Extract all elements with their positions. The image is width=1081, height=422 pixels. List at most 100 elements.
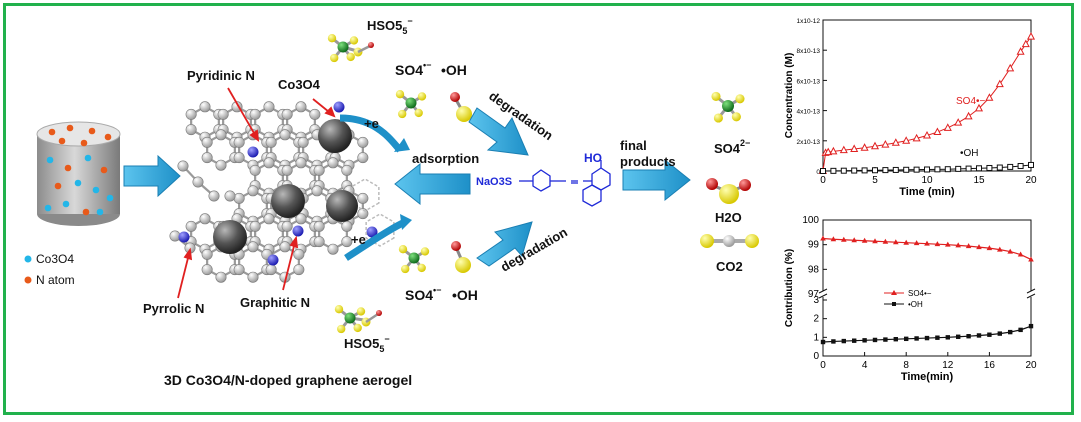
data-point: [912, 133, 921, 142]
y-tick-label: 3: [813, 295, 819, 306]
oh-radical-molecule-bottom: [451, 241, 471, 273]
oxygen-atom: [398, 109, 407, 119]
data-point: [997, 331, 1002, 336]
x-tick-label: 4: [862, 360, 868, 371]
cylinder-dot: [46, 156, 54, 164]
data-point: [954, 118, 963, 126]
carbon-atom: [215, 271, 227, 283]
data-point: [1008, 329, 1013, 335]
carbon-atom: [293, 264, 305, 276]
cylinder-dot: [64, 164, 72, 172]
water-molecule: [706, 178, 751, 204]
carbon-atom: [313, 236, 325, 248]
cylinder-dot: [96, 208, 104, 216]
oxygen-atom: [353, 323, 362, 333]
degradation-arrow-top: [468, 107, 529, 156]
oxygen-atom: [398, 245, 408, 254]
carbon-atom: [357, 152, 369, 164]
data-point: [987, 332, 992, 337]
data-point: [944, 166, 951, 173]
data-point: [955, 165, 962, 172]
nitrogen-atom: [366, 226, 378, 238]
data-point: [870, 141, 880, 150]
data-point: [934, 166, 941, 173]
nitrogen-atom: [247, 146, 259, 158]
green-border-frame: [3, 3, 1074, 415]
data-point: [924, 166, 930, 173]
oxygen-atom: [420, 247, 430, 256]
final-products-label-2: products: [620, 154, 676, 169]
carbon-atom: [309, 108, 321, 120]
y-tick-label: 0: [813, 351, 819, 362]
oxygen-atom: [346, 52, 355, 62]
y-tick-label: 6x10-13: [797, 78, 821, 85]
oxygen-atom: [334, 305, 344, 314]
co3o4-pointer-label: Co3O4: [278, 77, 321, 92]
oxygen-atom: [417, 263, 426, 273]
data-point: [851, 237, 857, 243]
so4-radical-molecule-top: [395, 90, 427, 119]
data-point: [914, 336, 919, 341]
data-point: [986, 245, 993, 251]
data-point: [964, 111, 973, 120]
data-point: [1021, 39, 1030, 48]
cylinder-dot: [92, 186, 100, 194]
data-point: [861, 237, 868, 243]
final-products-arrow: [622, 158, 691, 202]
y-tick-label: 99: [808, 240, 820, 251]
y-tick-label: 1x10-12: [797, 18, 821, 25]
data-point: [974, 103, 984, 112]
data-point: [956, 334, 961, 339]
data-point: [1017, 251, 1024, 257]
carbon-atom: [233, 192, 245, 204]
data-point: [893, 337, 898, 342]
y-tick-label: 0: [816, 169, 820, 176]
data-point: [839, 145, 848, 154]
data-point: [861, 167, 868, 174]
data-point: [882, 167, 889, 174]
x-tick-label: 12: [942, 360, 954, 371]
data-point: [824, 147, 833, 156]
carbon-atom: [249, 220, 261, 232]
data-point: [996, 164, 1003, 171]
data-point: [1028, 256, 1034, 262]
carbon-atom: [249, 108, 261, 120]
x-tick-label: 0: [820, 175, 826, 186]
dye-molecule: [519, 160, 611, 207]
data-point: [820, 339, 826, 345]
carbon-atom: [311, 185, 323, 197]
oxygen-atom: [401, 264, 410, 274]
carbon-atom: [341, 220, 353, 232]
data-point: [850, 144, 859, 152]
carbon-atom: [297, 136, 309, 148]
data-point: [881, 140, 890, 148]
data-point: [1028, 323, 1034, 329]
y-tick-label: 97: [808, 289, 820, 300]
carbon-atom: [263, 157, 275, 169]
carbon-atom: [233, 264, 245, 276]
y-axis-label: Concentration (M): [784, 53, 795, 139]
oxygen-atom: [414, 108, 423, 118]
adsorption-arrow: [394, 162, 471, 206]
carbon-atom: [281, 108, 293, 120]
carbon-atom: [357, 136, 369, 148]
x-tick-label: 15: [973, 175, 985, 186]
carbon-atom: [233, 136, 245, 148]
data-point: [903, 166, 910, 173]
carbon-atom: [295, 213, 307, 225]
sulfur-atom: [405, 97, 417, 109]
aerogel-cylinder: [36, 121, 121, 226]
carbon-atom: [199, 101, 211, 113]
graphitic-n-label: Graphitic N: [240, 295, 310, 310]
data-point: [965, 243, 972, 249]
legend-oh: •OH: [908, 300, 923, 309]
series-label-so4: SO4•−: [956, 96, 986, 107]
carbon-atom: [192, 176, 204, 188]
carbon-atom: [247, 241, 259, 253]
water-label: H2O: [715, 210, 742, 225]
data-point: [830, 236, 837, 242]
y-tick-label: 100: [802, 215, 819, 226]
